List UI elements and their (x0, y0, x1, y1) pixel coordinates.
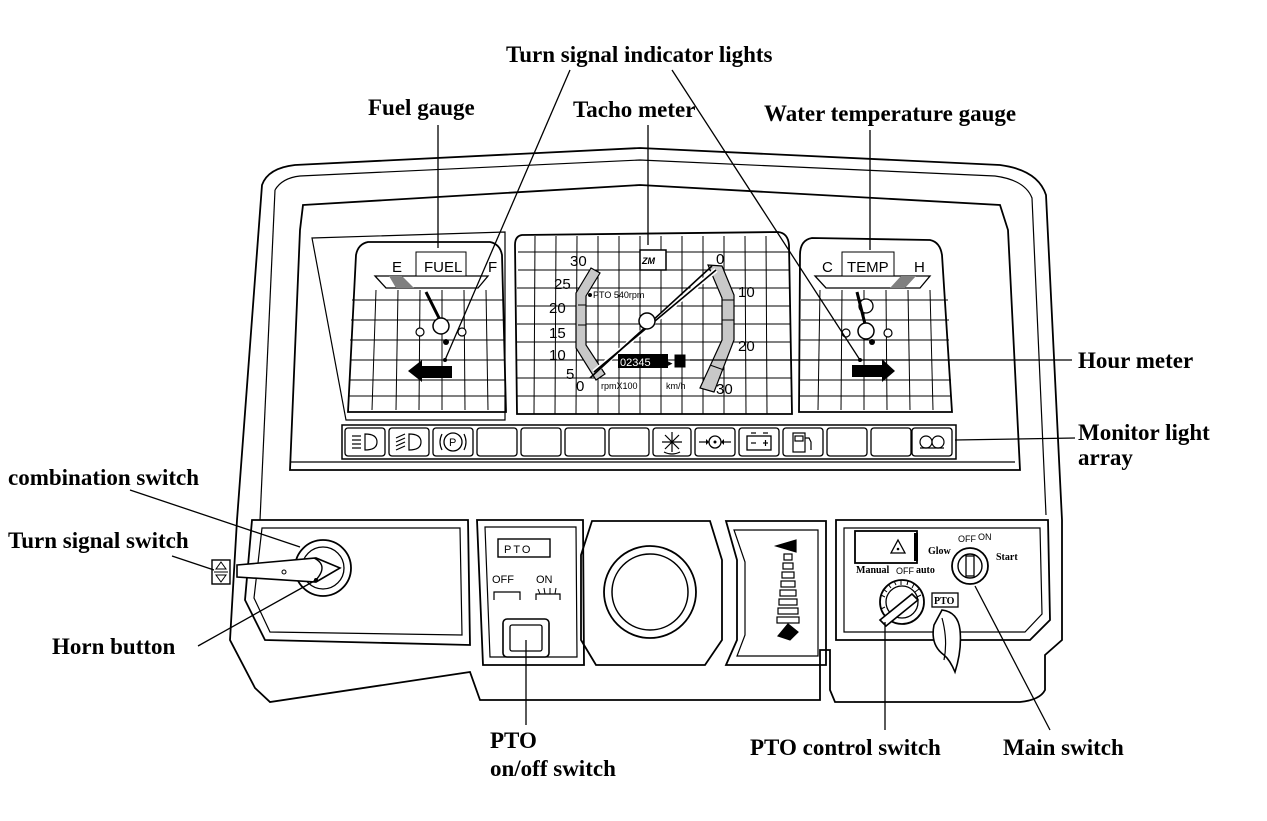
main-switch[interactable] (951, 547, 989, 585)
label-turn-signal-switch: Turn signal switch (8, 528, 189, 553)
pto-on-rays-icon (537, 587, 557, 595)
hour-meter-marker: ▸ (668, 358, 673, 368)
label-monitor-light-array-line1: Monitor light (1078, 420, 1210, 445)
battery-charge-icon (746, 432, 772, 451)
pto-on-label: ON (536, 574, 553, 586)
speed-tick-20: 20 (738, 338, 755, 355)
temp-hot-label: H (914, 259, 925, 276)
label-pto-onoff-line1: PTO (490, 728, 537, 753)
pto-onoff-switch[interactable] (502, 618, 550, 658)
hour-meter-digits: 02345 (620, 357, 651, 369)
fuel-level-icon (792, 432, 812, 453)
rpm-unit: rpmX100 (601, 381, 638, 391)
label-water-temperature-gauge: Water temperature gauge (764, 101, 1016, 126)
tacho-logo: ZM (641, 256, 655, 266)
main-off-label: OFF (958, 534, 976, 544)
label-monitor-light-array-line2: array (1078, 445, 1133, 470)
label-tacho-meter: Tacho meter (573, 97, 695, 122)
rpm-tick-25: 25 (554, 276, 571, 293)
turn-left-arrow-icon (408, 360, 452, 382)
rpm-tick-0: 0 (576, 378, 584, 395)
fuel-empty-label: E (392, 259, 402, 276)
auto-label: auto (916, 565, 935, 576)
fuel-title: FUEL (424, 259, 462, 276)
turn-right-arrow-icon (852, 359, 895, 382)
main-on-label: ON (978, 532, 992, 542)
label-combination-switch: combination switch (8, 465, 199, 490)
glow-plug-icon (662, 432, 682, 455)
lamp-check-icon (919, 435, 945, 449)
oil-pressure-icon (699, 435, 731, 449)
label-fuel-gauge: Fuel gauge (368, 95, 475, 120)
pto-540-mark: PTO 540rpm (593, 290, 644, 300)
pto-badge: PTO (504, 544, 532, 556)
tachometer: ZM 30 25 20 15 10 5 0 0 10 20 30 PTO 540… (514, 231, 793, 415)
fuel-gauge: E FUEL F (347, 241, 507, 413)
combination-switch-pod (211, 519, 471, 646)
label-pto-control-switch: PTO control switch (750, 735, 941, 760)
speed-tick-30: 30 (716, 381, 733, 398)
water-temperature-gauge: C TEMP H (798, 237, 953, 413)
speed-tick-0: 0 (716, 251, 724, 268)
rpm-tick-10: 10 (549, 347, 566, 364)
monitor-light-array: P (341, 424, 957, 460)
glow-label: Glow (928, 546, 952, 557)
pto-onoff-pod: PTO OFF ON (476, 519, 585, 666)
parking-brake-icon: P (439, 432, 467, 452)
combination-switch[interactable] (211, 539, 352, 597)
leader-lines (129, 69, 1076, 731)
start-label: Start (996, 552, 1018, 563)
label-pto-onoff-line2: on/off switch (490, 756, 616, 781)
hour-meter: 02345 ▸ (618, 354, 686, 369)
rpm-tick-5: 5 (566, 366, 574, 383)
pto-off-label: OFF (492, 574, 514, 586)
key-switch-pod: Glow Start OFF ON Manual OFF auto PTO (835, 519, 1051, 675)
temp-title: TEMP (847, 259, 889, 276)
temp-gauge-grid (800, 289, 951, 411)
panel-housing (229, 147, 1063, 703)
speed-tick-10: 10 (738, 284, 755, 301)
headlight-low-icon (352, 433, 378, 451)
fuel-gauge-grid (349, 289, 506, 411)
speed-unit: km/h (666, 381, 686, 391)
label-main-switch: Main switch (1003, 735, 1124, 760)
svg-text:P: P (449, 437, 456, 449)
center-pod (580, 520, 723, 666)
hazard-switch[interactable] (854, 530, 918, 564)
throttle-pod (724, 520, 827, 666)
leader-dots (314, 358, 862, 582)
hazard-icon (889, 538, 907, 554)
label-turn-signal-indicator-lights: Turn signal indicator lights (506, 42, 773, 67)
pto-control-off-label: OFF (896, 566, 914, 576)
pto-key-badge: PTO (934, 596, 955, 607)
rpm-tick-20: 20 (549, 300, 566, 317)
headlight-high-icon (395, 433, 422, 451)
fuel-full-label: F (488, 259, 497, 276)
throttle-level-icon (773, 539, 800, 641)
manual-label: Manual (856, 565, 890, 576)
tacho-arc-ticks (578, 299, 734, 371)
turn-signal-switch-icon[interactable] (211, 559, 231, 585)
rpm-tick-30: 30 (570, 253, 587, 270)
label-horn-button: Horn button (52, 634, 176, 659)
rpm-tick-15: 15 (549, 325, 566, 342)
temp-cold-label: C (822, 259, 833, 276)
label-hour-meter: Hour meter (1078, 348, 1193, 373)
pto-control-switch[interactable] (878, 579, 925, 628)
key-fob (932, 609, 962, 675)
